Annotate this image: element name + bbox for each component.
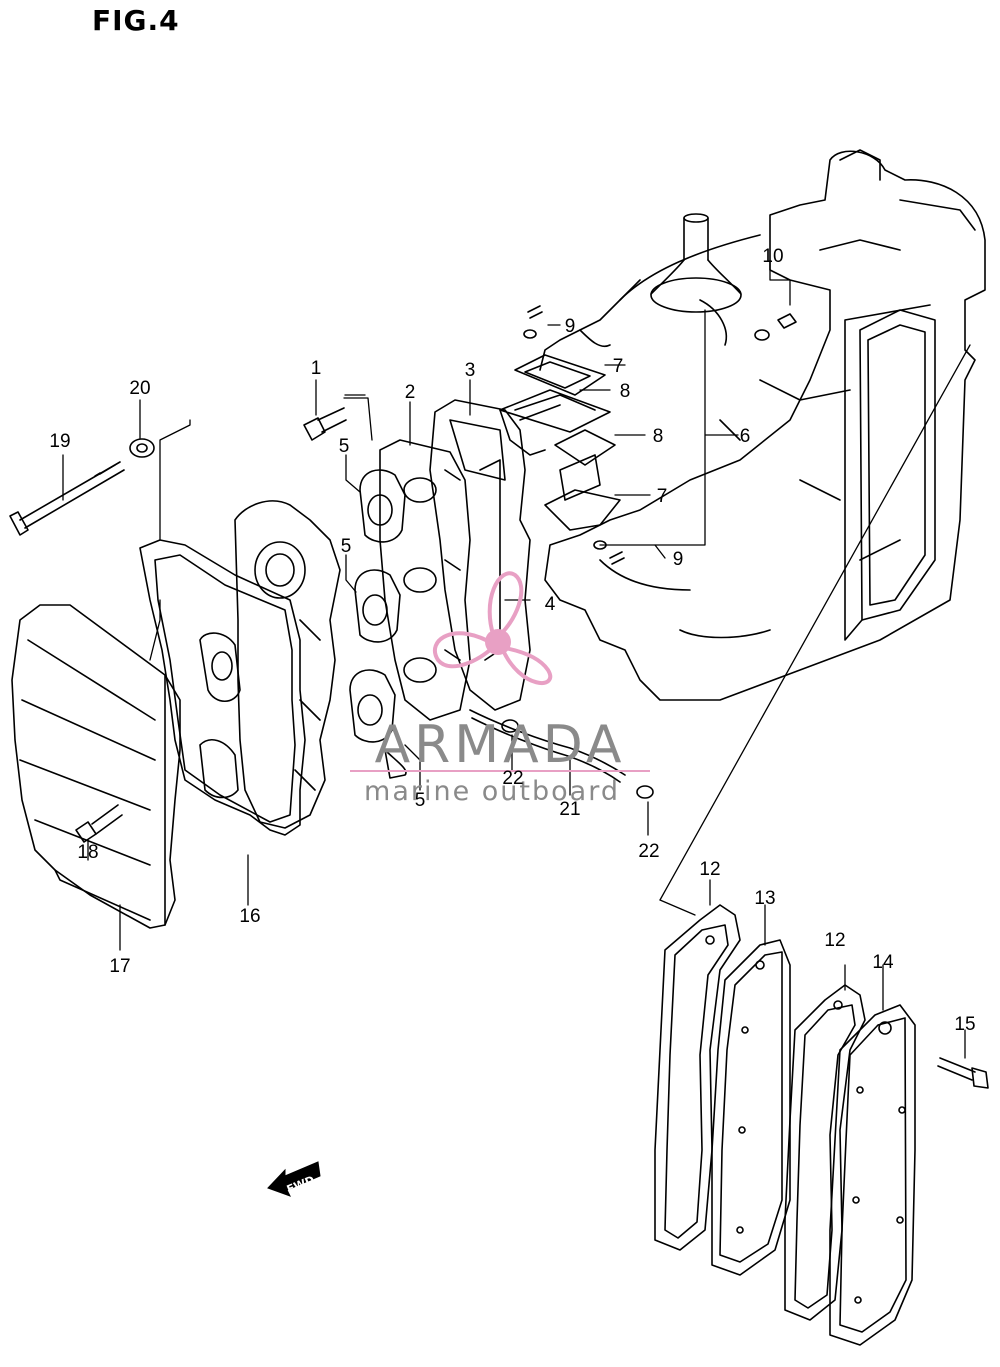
callout-10: 10 bbox=[762, 246, 783, 267]
watermark: ARMADA marine outboard bbox=[350, 571, 650, 807]
callout-2: 2 bbox=[405, 382, 416, 403]
callout-8-upper: 8 bbox=[620, 381, 631, 402]
callout-18: 18 bbox=[77, 842, 98, 863]
silencer-cover-17 bbox=[11, 604, 181, 929]
callout-5-lower: 5 bbox=[415, 790, 426, 811]
propeller-hub-icon bbox=[485, 629, 511, 655]
callout-numbers: 1 2 3 4 5 5 5 6 7 7 8 8 9 9 10 12 12 13 … bbox=[49, 246, 975, 1035]
callout-5-middle: 5 bbox=[341, 536, 352, 557]
watermark-brand: ARMADA bbox=[375, 715, 626, 775]
callout-16: 16 bbox=[239, 906, 260, 927]
fwd-arrow-icon: FWD bbox=[267, 1161, 321, 1197]
callout-9-lower: 9 bbox=[673, 549, 684, 570]
reed-valve-upper bbox=[499, 354, 611, 456]
callout-21: 21 bbox=[559, 799, 580, 820]
callout-13: 13 bbox=[754, 888, 775, 909]
nut-10 bbox=[754, 313, 797, 341]
manifold-gasket-3 bbox=[429, 399, 531, 711]
exhaust-gasket-12b bbox=[784, 984, 866, 1321]
watermark-tagline: marine outboard bbox=[364, 776, 620, 807]
callout-22-left: 22 bbox=[502, 768, 523, 789]
bolt-15 bbox=[937, 1057, 989, 1089]
carb-flange-upper bbox=[359, 469, 406, 543]
callout-9-upper: 9 bbox=[565, 316, 576, 337]
propeller-logo bbox=[432, 571, 553, 685]
reed-valve-lower bbox=[544, 429, 621, 531]
callout-12-left: 12 bbox=[699, 859, 720, 880]
hose-clip-22a bbox=[501, 719, 519, 733]
callout-4: 4 bbox=[545, 594, 556, 615]
callout-1: 1 bbox=[311, 358, 322, 379]
callout-6: 6 bbox=[740, 426, 751, 447]
bolt-18 bbox=[75, 804, 123, 843]
exhaust-gasket-12a bbox=[654, 904, 741, 1251]
engine-block bbox=[539, 149, 986, 701]
callout-20: 20 bbox=[129, 378, 150, 399]
callout-15: 15 bbox=[954, 1014, 975, 1035]
bolt-1 bbox=[303, 407, 347, 441]
callout-7-lower: 7 bbox=[657, 486, 668, 507]
callout-5-upper: 5 bbox=[339, 436, 350, 457]
callout-8-lower: 8 bbox=[653, 426, 664, 447]
long-bolt-19 bbox=[9, 461, 125, 536]
grommet-20 bbox=[129, 438, 155, 458]
bolt-9-upper bbox=[523, 305, 543, 339]
callout-19: 19 bbox=[49, 431, 70, 452]
callout-12-right: 12 bbox=[824, 930, 845, 951]
intake-manifold-2 bbox=[379, 439, 501, 721]
exhaust-cover-14 bbox=[829, 1004, 916, 1346]
callout-22-right: 22 bbox=[638, 841, 659, 862]
callout-7-upper: 7 bbox=[613, 356, 624, 377]
figure-title: FIG.4 bbox=[92, 4, 180, 37]
carb-flange-middle bbox=[354, 569, 401, 643]
leader-lines bbox=[62, 259, 971, 1059]
callout-3: 3 bbox=[465, 360, 476, 381]
exhaust-cover-13 bbox=[711, 939, 791, 1276]
hose-clip-22b bbox=[636, 785, 654, 799]
callout-14: 14 bbox=[872, 952, 894, 973]
carb-flange-lower bbox=[349, 669, 407, 779]
silencer-case-body bbox=[234, 500, 341, 829]
callout-17: 17 bbox=[109, 956, 130, 977]
silencer-gasket-16 bbox=[139, 539, 306, 836]
